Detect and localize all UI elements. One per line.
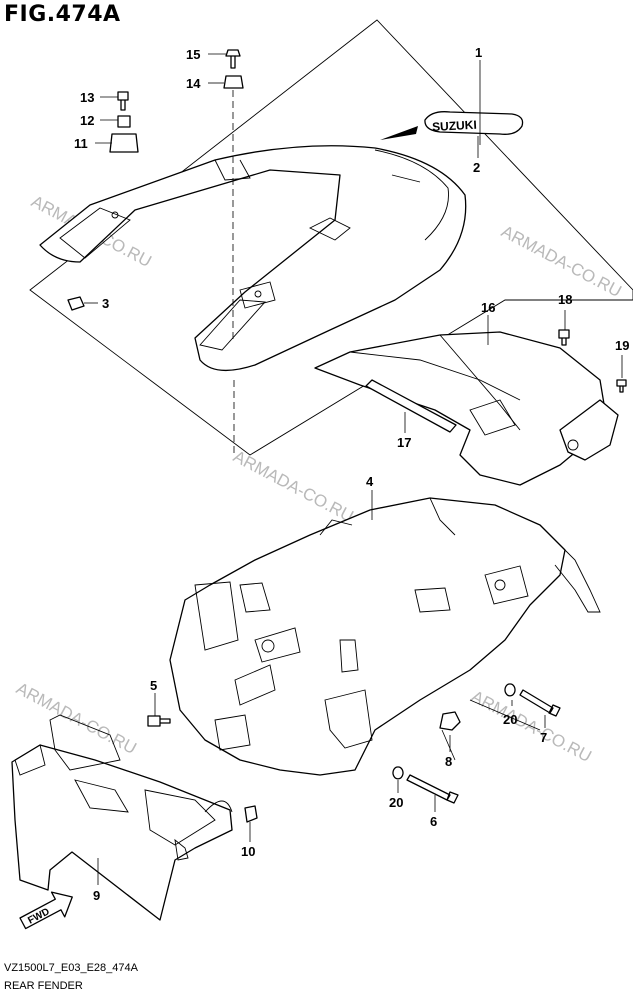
part-number-8: 8 [445, 754, 452, 769]
rear-bracket-assembly [314, 329, 627, 486]
part-number-17: 17 [397, 435, 411, 450]
emblem-arrow [380, 126, 418, 140]
group-boundary-box [29, 19, 633, 456]
lower-mud-guard [11, 714, 233, 921]
diagram-code: VZ1500L7_E03_E28_474A [4, 962, 138, 974]
part-10-clip [244, 805, 258, 823]
part-12-collar [117, 115, 131, 128]
part-number-12: 12 [80, 113, 94, 128]
part-7-bolt [519, 689, 561, 717]
part-number-4: 4 [366, 474, 374, 489]
part-18-bolt [558, 329, 570, 346]
part-number-2: 2 [473, 160, 480, 175]
fwd-label: FWD [26, 906, 51, 926]
part-number-1: 1 [475, 45, 482, 60]
part-number-20-b: 20 [389, 795, 403, 810]
diagram-name: REAR FENDER [4, 980, 83, 992]
part-11-cushion [109, 133, 139, 153]
part-15-bolt [225, 49, 241, 69]
watermark: ARMADA-CO.RU [13, 679, 140, 758]
part-number-3: 3 [102, 296, 109, 311]
part-number-14: 14 [186, 76, 201, 91]
part-13-screw [117, 91, 129, 111]
fwd-arrow: FWD [19, 891, 73, 930]
part-number-15: 15 [186, 47, 200, 62]
suzuki-emblem: SUZUKI [380, 111, 524, 140]
part-6-bolt [406, 774, 459, 804]
part-number-10: 10 [241, 844, 255, 859]
part-number-16: 16 [481, 300, 495, 315]
seat-cowl [39, 145, 467, 372]
part-number-18: 18 [558, 292, 572, 307]
part-20-washer-b [392, 766, 404, 780]
part-number-19: 19 [615, 338, 629, 353]
part-8-nut [439, 711, 461, 731]
part-number-9: 9 [93, 888, 100, 903]
rear-fender [169, 497, 601, 776]
part-number-callouts: 1 2 3 4 5 6 7 8 9 10 11 12 13 14 15 16 1… [74, 45, 629, 903]
leader-lines [84, 53, 623, 885]
part-14-grommet [223, 75, 244, 89]
part-number-6: 6 [430, 814, 437, 829]
seat-hardware [67, 49, 244, 455]
part-17-strip [365, 379, 457, 433]
part-number-7: 7 [540, 730, 547, 745]
part-number-11: 11 [74, 136, 88, 151]
part-3-nut [67, 296, 85, 311]
part-number-20-a: 20 [503, 712, 517, 727]
watermark: ARMADA-CO.RU [230, 447, 357, 526]
part-19-screw [616, 379, 627, 393]
part-number-5: 5 [150, 678, 157, 693]
part-5-screw [147, 715, 171, 727]
figure-title: FIG.474A [4, 2, 121, 27]
fender-hardware [147, 683, 561, 823]
part-20-washer-a [504, 683, 516, 697]
part-number-13: 13 [80, 90, 94, 105]
emblem-text: SUZUKI [432, 118, 477, 134]
